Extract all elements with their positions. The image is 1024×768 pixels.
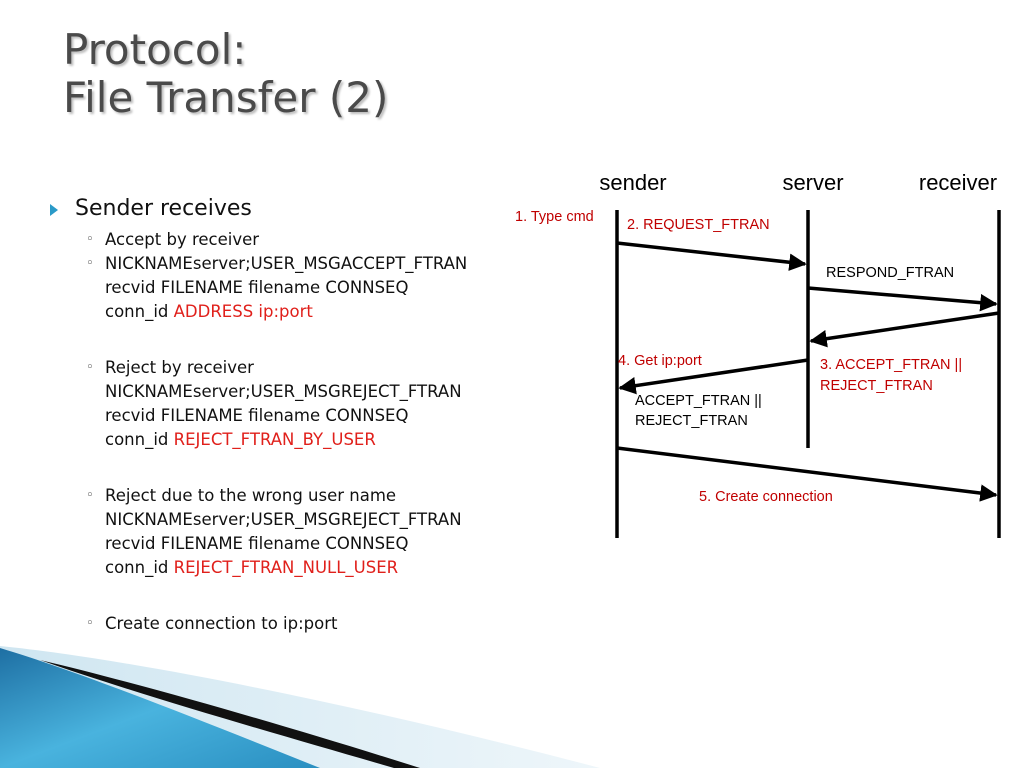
- message-accept-reject-line-2: REJECT_FTRAN: [820, 378, 933, 394]
- message-type-cmd: 1. Type cmd: [515, 209, 594, 225]
- message-accept-reject-black-line-2: REJECT_FTRAN: [635, 413, 748, 429]
- message-request-ftran: 2. REQUEST_FTRAN: [627, 217, 770, 233]
- arrow-accept-reject-to-server: [811, 313, 999, 341]
- arrow-request-ftran: [617, 243, 805, 264]
- message-get-ip-port: 4. Get ip:port: [618, 353, 702, 369]
- message-create-connection: 5. Create connection: [699, 489, 833, 505]
- arrow-respond-ftran: [808, 288, 996, 304]
- arrow-create-connection: [617, 448, 996, 495]
- lane-label-sender: sender: [599, 170, 666, 195]
- message-respond-ftran: RESPOND_FTRAN: [826, 265, 954, 281]
- lane-label-receiver: receiver: [919, 170, 997, 195]
- message-accept-reject-line-1: 3. ACCEPT_FTRAN ||: [820, 357, 962, 373]
- lane-label-server: server: [782, 170, 843, 195]
- message-accept-reject-black-line-1: ACCEPT_FTRAN ||: [635, 393, 762, 409]
